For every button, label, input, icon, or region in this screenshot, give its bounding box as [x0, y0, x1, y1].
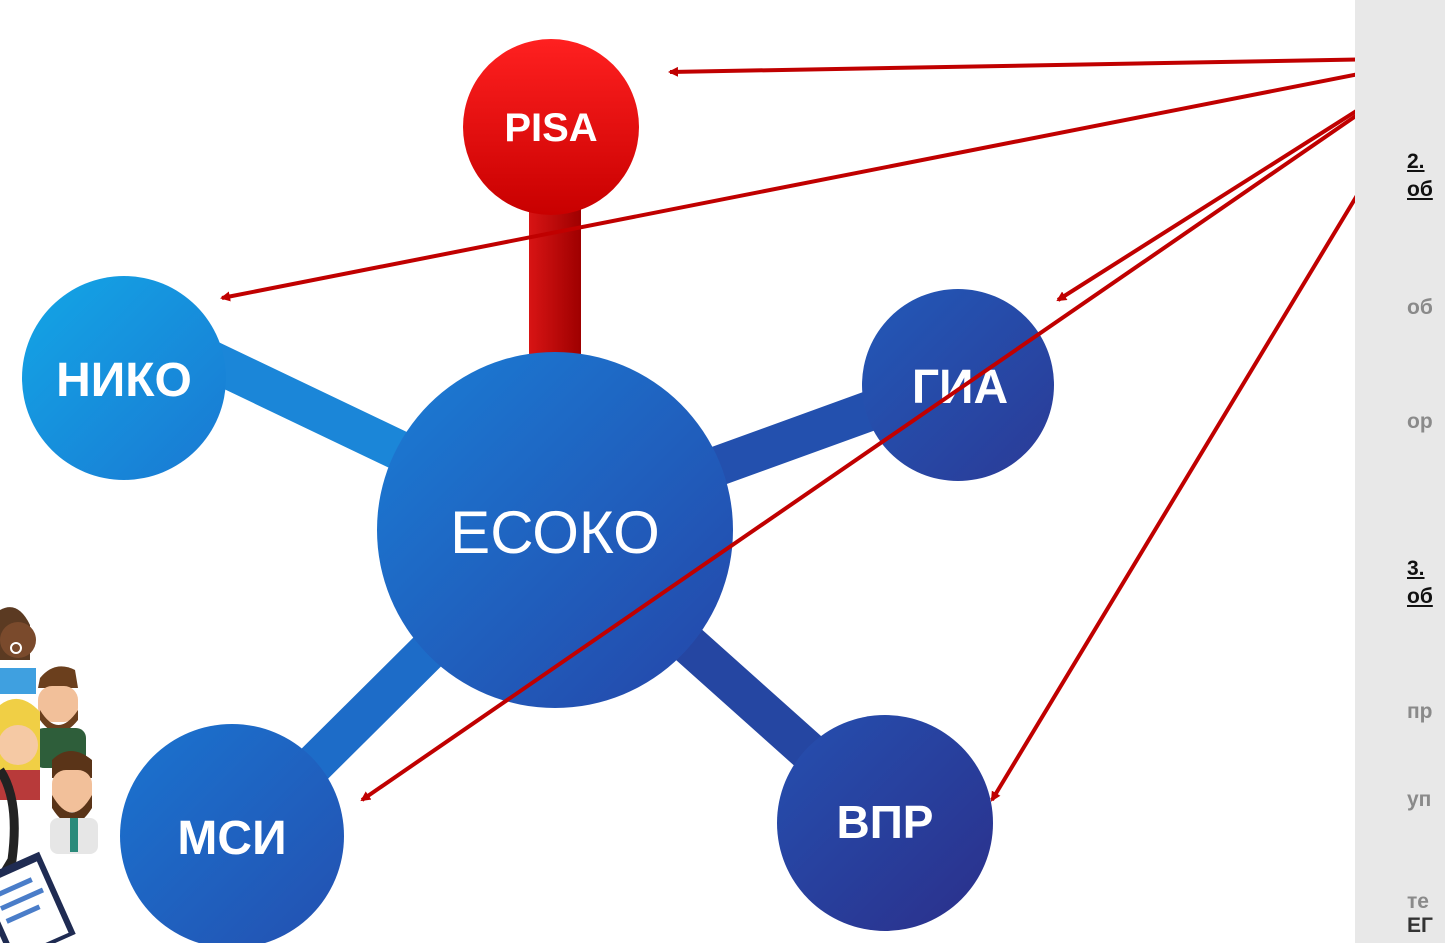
node-label-msi: МСИ — [177, 812, 286, 865]
node-label-niko: НИКО — [56, 354, 192, 407]
panel-heading-2-text: об — [1407, 178, 1433, 201]
panel-text-or: ор — [1407, 410, 1433, 433]
node-center-ecoko: ЕСОКО — [377, 352, 733, 708]
panel-heading-3-text: об — [1407, 585, 1433, 608]
arrow-to-pisa — [668, 56, 1441, 77]
node-label-pisa: PISA — [504, 106, 597, 150]
node-niko: НИКО — [22, 276, 226, 480]
node-msi: МСИ — [120, 724, 344, 943]
people-group-icon — [0, 607, 98, 943]
arrow-to-msi — [360, 56, 1442, 802]
panel-text-eg: ЕГ — [1407, 914, 1433, 937]
node-label-center: ЕСОКО — [450, 499, 660, 566]
panel-heading-2-number: 2. — [1407, 150, 1425, 173]
panel-text-te: те — [1407, 890, 1429, 913]
arrow-to-niko — [220, 56, 1441, 302]
side-panel: 2. об об ор 3. об пр уп те ЕГ — [1355, 0, 1445, 943]
node-pisa: PISA — [463, 39, 639, 215]
panel-text-pr: пр — [1407, 700, 1433, 723]
panel-text-up: уп — [1407, 788, 1432, 811]
node-label-vpr: ВПР — [837, 796, 934, 848]
panel-heading-3-number: 3. — [1407, 557, 1425, 580]
node-vpr: ВПР — [777, 715, 993, 931]
node-gia: ГИА — [862, 289, 1054, 481]
panel-text-ob: об — [1407, 296, 1433, 319]
